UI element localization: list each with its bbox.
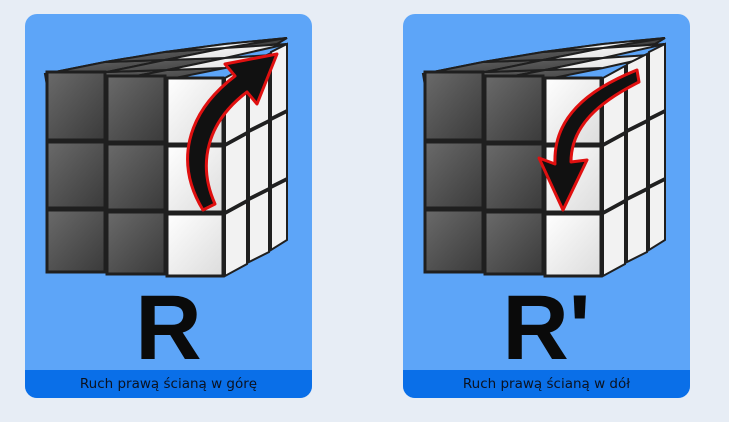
move-caption: Ruch prawą ścianą w dół bbox=[403, 370, 690, 398]
move-notation: R' bbox=[502, 277, 591, 379]
move-caption: Ruch prawą ścianą w górę bbox=[25, 370, 312, 398]
move-notation: R bbox=[135, 277, 202, 379]
rubik-cube-r-illustration bbox=[43, 37, 288, 278]
cube-front-face bbox=[423, 70, 603, 278]
rubik-cube-r-prime-illustration bbox=[421, 37, 666, 278]
move-card-r[interactable]: R Ruch prawą ścianą w górę bbox=[25, 14, 312, 398]
arrow-up-icon bbox=[186, 52, 279, 212]
move-card-r-prime[interactable]: R' Ruch prawą ścianą w dół bbox=[403, 14, 690, 398]
arrow-down-icon bbox=[537, 68, 641, 212]
cube-front-face bbox=[45, 70, 225, 278]
